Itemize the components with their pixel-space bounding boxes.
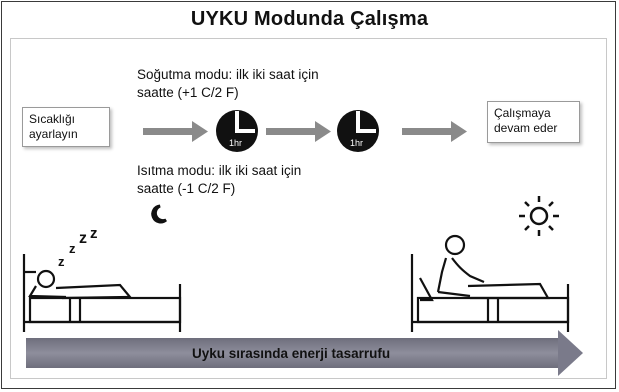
clock-label: 1hr — [229, 138, 242, 148]
energy-saving-arrow — [26, 330, 583, 376]
cooling-mode-line1: Soğutma modu: ilk iki saat için — [137, 67, 319, 82]
cooling-mode-line2: saatte (+1 C/2 F) — [137, 85, 239, 100]
continue-operation-line1: Çalışmaya — [494, 106, 551, 120]
energy-saving-label: Uyku sırasında enerji tasarrufu — [192, 346, 391, 361]
set-temperature-line1: Sıcaklığı — [29, 112, 76, 126]
flow-arrow-1 — [143, 121, 208, 142]
heating-mode-note: Isıtma modu: ilk iki saat için saatte (-… — [137, 162, 301, 198]
heating-mode-line1: Isıtma modu: ilk iki saat için — [137, 163, 302, 178]
continue-operation-box: Çalışmaya devam eder — [487, 101, 580, 143]
svg-text:z: z — [90, 225, 98, 242]
flow-arrow-3 — [402, 121, 467, 142]
clock-icon: 1hr — [337, 110, 379, 152]
page-title: UYKU Modunda Çalışma — [190, 8, 429, 30]
svg-text:z: z — [69, 241, 76, 256]
cooling-mode-note: Soğutma modu: ilk iki saat için saatte (… — [137, 66, 319, 102]
clock-icon: 1hr — [216, 110, 258, 152]
flow-arrow-2 — [266, 121, 331, 142]
set-temperature-box: Sıcaklığı ayarlayın — [22, 107, 110, 147]
heating-mode-line2: saatte (-1 C/2 F) — [137, 181, 236, 196]
svg-text:z: z — [58, 254, 65, 269]
awake-person-icon — [410, 234, 570, 332]
sleep-zzz: z z z z — [58, 225, 98, 269]
content-panel — [10, 38, 607, 379]
sleeping-person-icon — [22, 254, 182, 332]
set-temperature-line2: ayarlayın — [29, 127, 78, 141]
sun-icon — [519, 196, 559, 236]
moon-icon — [151, 204, 167, 224]
continue-operation-line2: devam eder — [494, 121, 558, 135]
svg-text:z: z — [79, 230, 87, 247]
clock-label: 1hr — [350, 138, 363, 148]
